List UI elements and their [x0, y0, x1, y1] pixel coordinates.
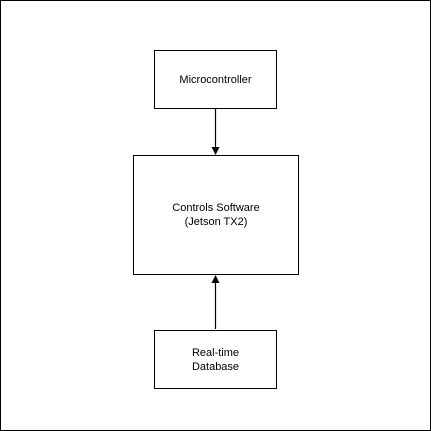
database-node: Real-time Database	[154, 330, 277, 389]
microcontroller-label: Microcontroller	[179, 73, 252, 86]
database-label-line-2: Database	[191, 360, 240, 373]
database-label-line-1: Real-time	[191, 346, 240, 359]
controls-software-sublabel: (Jetson TX2)	[184, 216, 248, 228]
controls-software-node: Controls Software (Jetson TX2)	[133, 155, 299, 275]
microcontroller-node: Microcontroller	[154, 50, 277, 109]
controls-software-label: Controls Software	[172, 202, 260, 214]
